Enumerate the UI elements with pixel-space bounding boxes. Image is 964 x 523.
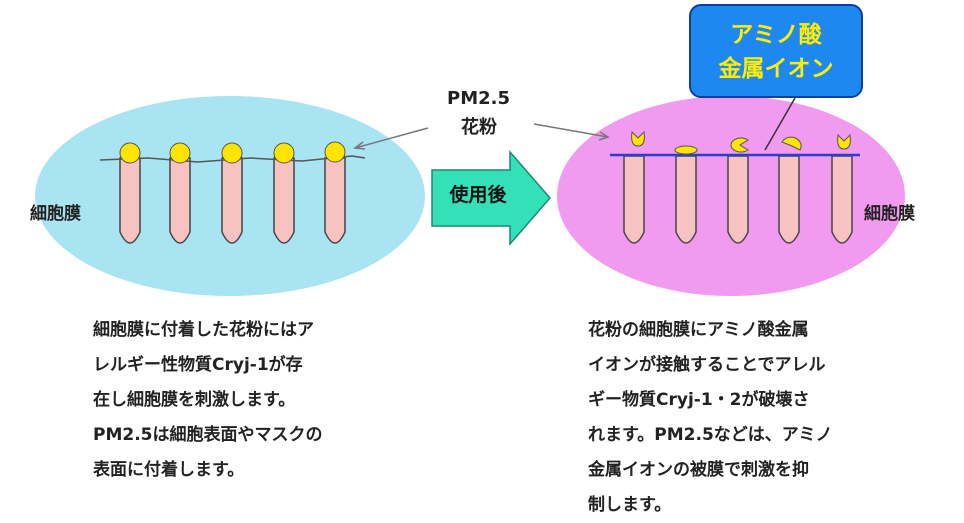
transition-arrow-shape: [431, 149, 551, 247]
callout-line-2: 金属イオン: [718, 56, 834, 82]
left-text-line: 細胞膜に付着した花粉にはア: [93, 320, 314, 340]
right-broken-allergens: [631, 130, 851, 155]
left-membrane-label: 細胞膜: [30, 204, 81, 224]
left-text-line: 在し細胞膜を刺激します。: [93, 390, 296, 410]
right-text-line: れます。PM2.5などは、アミノ: [588, 425, 833, 445]
pollutant-pointers: [353, 123, 610, 150]
callout-pointer: [764, 97, 796, 151]
pollen-label: 花粉: [461, 117, 497, 138]
left-villi: [119, 157, 346, 244]
left-text-line: 表面に付着します。: [93, 460, 245, 480]
amino-acid-callout: アミノ酸 金属イオン: [689, 4, 863, 98]
right-description: 花粉の細胞膜にアミノ酸金属 イオンが接触することでアレル ギー物質Cryj-1・…: [588, 313, 832, 523]
transition-arrow-label: 使用後: [449, 184, 507, 206]
right-text-line: 花粉の細胞膜にアミノ酸金属: [588, 320, 809, 340]
right-text-line: 制します。: [588, 495, 672, 515]
right-text-line: イオンが接触することでアレル: [588, 355, 826, 375]
right-text-line: 金属イオンの被膜で刺激を抑: [588, 460, 809, 480]
pm25-label: PM2.5: [447, 88, 510, 109]
left-text-line: PM2.5は細胞表面やマスクの: [93, 425, 323, 445]
left-text-line: レルギー性物質Cryj-1が存: [93, 355, 303, 375]
callout-line-1: アミノ酸: [730, 22, 822, 48]
left-description: 細胞膜に付着した花粉にはア レルギー性物質Cryj-1が存 在し細胞膜を刺激しま…: [93, 313, 323, 488]
right-villi: [623, 155, 853, 244]
right-text-line: ギー物質Cryj-1・2が破壊さ: [588, 390, 810, 410]
left-membrane-line: [99, 155, 366, 163]
right-membrane-label: 細胞膜: [864, 204, 915, 224]
left-pollen-dots: [119, 141, 346, 164]
